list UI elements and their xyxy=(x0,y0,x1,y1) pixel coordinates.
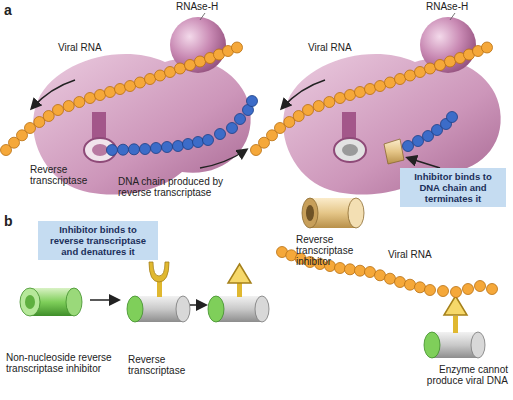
bead xyxy=(405,70,416,81)
part-label: RNAse-H xyxy=(426,1,486,12)
bead xyxy=(463,284,474,295)
bead xyxy=(203,135,214,146)
bead xyxy=(63,101,74,112)
bead xyxy=(215,129,226,140)
bead xyxy=(475,281,486,292)
bead xyxy=(395,277,406,288)
bead xyxy=(375,270,386,281)
bead xyxy=(232,42,243,53)
bead xyxy=(145,74,156,85)
bead xyxy=(487,284,498,295)
bead xyxy=(405,279,416,290)
bead xyxy=(74,97,85,108)
bead xyxy=(227,123,238,134)
bead xyxy=(34,117,45,128)
bead xyxy=(195,56,206,67)
bead xyxy=(235,114,246,125)
bead xyxy=(95,90,106,101)
bead xyxy=(451,287,462,298)
bead xyxy=(435,60,446,71)
bead xyxy=(425,285,436,296)
reverse-transcriptase-b xyxy=(127,262,190,322)
bead xyxy=(155,70,166,81)
part-label: Viral RNA xyxy=(388,249,448,260)
denatured-enzyme xyxy=(208,264,269,322)
bead xyxy=(313,101,324,112)
part-label: Reverse transcriptase xyxy=(128,354,200,376)
nnrti-cylinder xyxy=(20,288,82,316)
bead xyxy=(335,263,346,274)
bead xyxy=(85,93,96,104)
bead xyxy=(129,144,140,155)
bead xyxy=(175,63,186,74)
bead xyxy=(385,273,396,284)
part-label: Enzyme cannot produce viral DNA xyxy=(410,364,508,386)
bead xyxy=(151,143,162,154)
bead xyxy=(247,96,258,107)
part-label: Non-nucleoside reverse transcriptase inh… xyxy=(6,352,116,374)
inhibitor-cylinder xyxy=(302,198,364,228)
panel-letter: a xyxy=(4,3,24,18)
bead xyxy=(438,286,449,297)
bead xyxy=(345,264,356,275)
bead xyxy=(335,93,346,104)
bead xyxy=(135,77,146,88)
callout-text: Inhibitor binds to DNA chain and termina… xyxy=(405,171,501,204)
bead xyxy=(403,141,414,152)
bead xyxy=(415,67,426,78)
part-label: Reverse transcriptase xyxy=(30,164,98,186)
bead xyxy=(173,141,184,152)
callout-box: Inhibitor binds to reverse transcriptase… xyxy=(38,221,158,260)
callout-box: Inhibitor binds to DNA chain and termina… xyxy=(400,168,506,207)
bead xyxy=(107,145,118,156)
bead xyxy=(303,105,314,116)
bead xyxy=(385,77,396,88)
bead xyxy=(425,63,436,74)
bead xyxy=(140,144,151,155)
bead xyxy=(345,90,356,101)
bead xyxy=(415,282,426,293)
bead xyxy=(445,56,456,67)
bead xyxy=(105,87,116,98)
bead xyxy=(355,265,366,276)
panel-letter: b xyxy=(4,214,24,229)
bead xyxy=(365,84,376,95)
part-label: Reverse transcriptase inhibitor xyxy=(296,234,380,267)
bead xyxy=(355,87,366,98)
denatured-enzyme-on-rna xyxy=(424,296,485,358)
bead xyxy=(53,105,64,116)
bead xyxy=(115,84,126,95)
bead xyxy=(193,137,204,148)
bead xyxy=(447,112,458,123)
bead xyxy=(324,97,335,108)
bead xyxy=(125,81,136,92)
bead xyxy=(183,139,194,150)
part-label: DNA chain produced by reverse transcript… xyxy=(118,176,238,198)
chain-terminator xyxy=(384,139,404,164)
bead xyxy=(284,117,295,128)
bead xyxy=(482,42,493,53)
callout-text: Inhibitor binds to reverse transcriptase… xyxy=(43,224,153,257)
bead xyxy=(162,142,173,153)
bead xyxy=(375,81,386,92)
bead xyxy=(185,60,196,71)
part-label: Viral RNA xyxy=(58,42,118,53)
bead xyxy=(365,267,376,278)
bead xyxy=(118,144,129,155)
part-label: Viral RNA xyxy=(308,42,368,53)
bead xyxy=(165,67,176,78)
bead xyxy=(413,136,424,147)
bead xyxy=(395,74,406,85)
part-label: RNAse-H xyxy=(176,1,236,12)
